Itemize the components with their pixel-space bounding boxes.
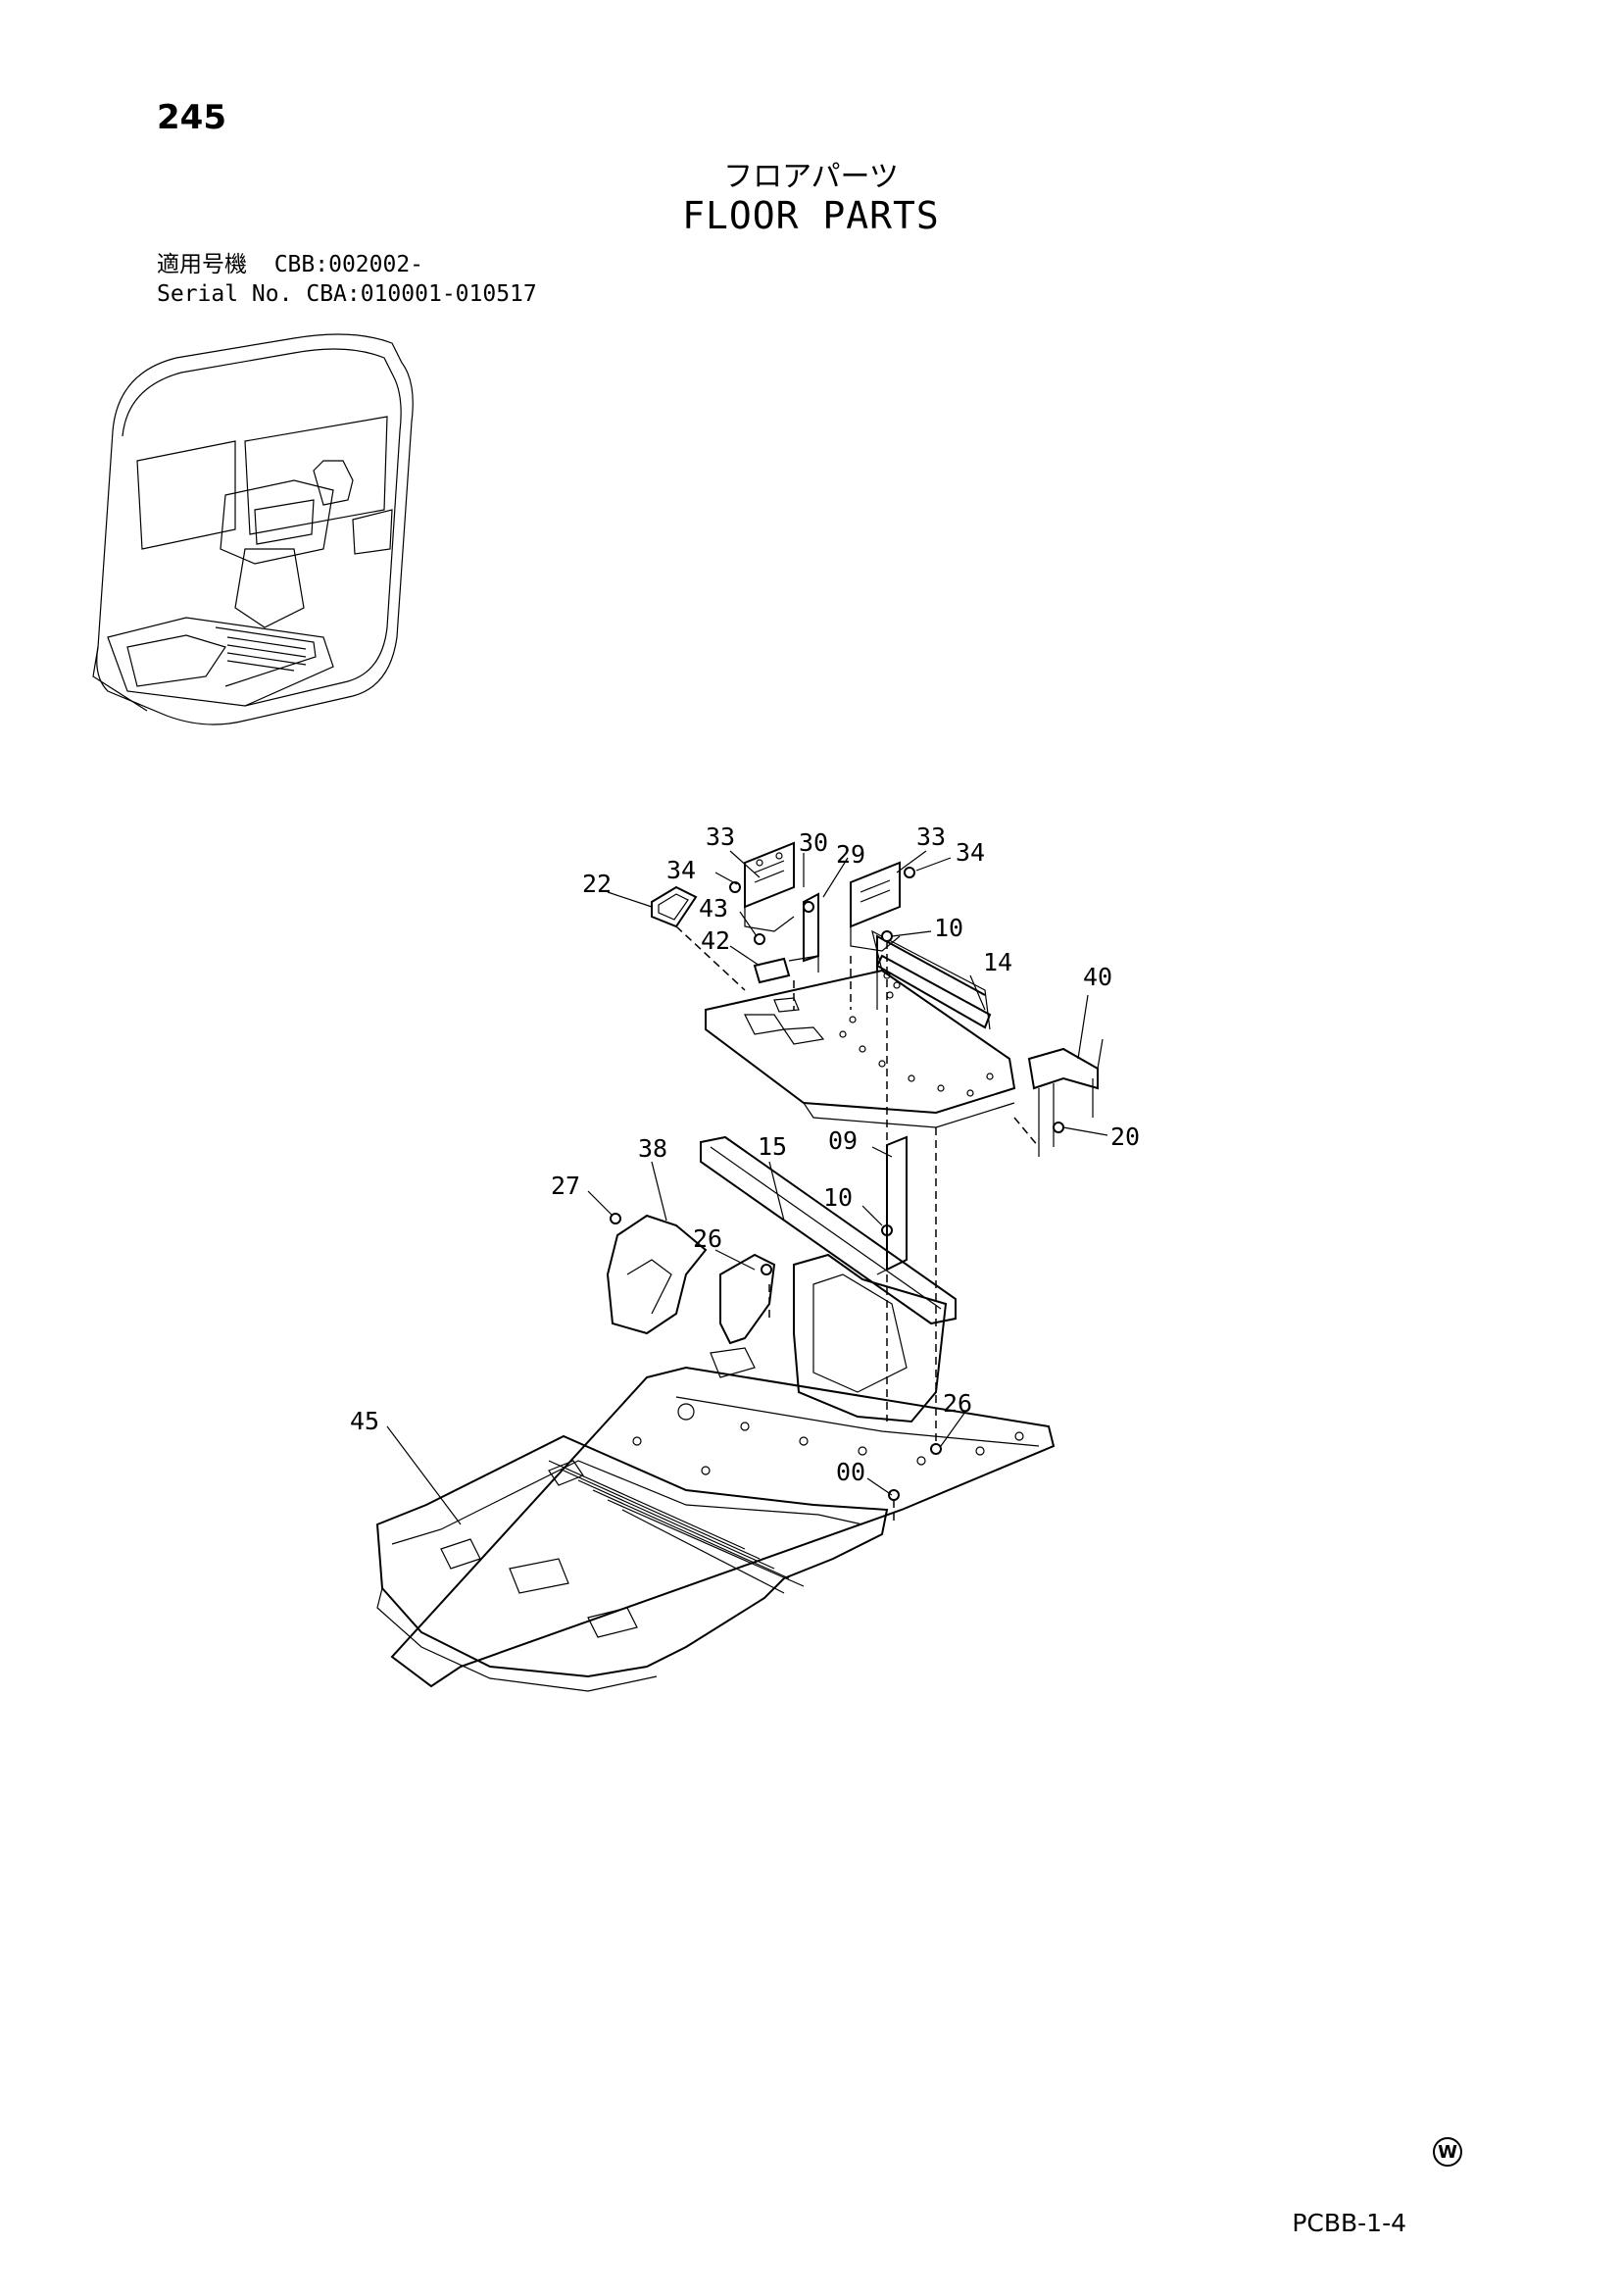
bracket-33-right [850, 861, 901, 952]
alignment-lines [675, 925, 1040, 1524]
floor-mat-45 [375, 1434, 889, 1692]
callout-30: 30 [799, 828, 828, 857]
applicability-row: 適用号機 CBB:002002- [157, 250, 537, 279]
duct-26 [710, 1253, 776, 1378]
callout-43: 43 [699, 894, 728, 923]
callout-26: 26 [943, 1389, 972, 1418]
callout-45: 45 [350, 1407, 379, 1435]
upper-floor-plate [705, 929, 1016, 1128]
callout-40: 40 [1083, 963, 1112, 991]
title-english: FLOOR PARTS [682, 194, 940, 237]
callout-20: 20 [1110, 1123, 1140, 1151]
callout-00: 00 [836, 1458, 865, 1486]
callout-14: 14 [983, 948, 1012, 976]
applicability-row: Serial No. CBA:010001-010517 [157, 279, 537, 309]
leader-lines [386, 850, 1108, 1525]
applicability-label: Serial No. [157, 281, 293, 307]
title-japanese: フロアパーツ [723, 160, 899, 194]
gasket-22 [651, 885, 698, 928]
bracket-plate-14 [875, 954, 992, 1029]
callout-27: 27 [551, 1172, 580, 1200]
circled-w-icon: W [1433, 2137, 1462, 2167]
bracket-09 [876, 1135, 908, 1275]
callout-38: 38 [638, 1134, 667, 1163]
callout-29: 29 [836, 840, 865, 869]
cab-outline [92, 333, 414, 725]
callout-10: 10 [934, 914, 963, 942]
duct-15 [700, 1135, 957, 1423]
callout-34: 34 [956, 838, 985, 867]
cover-38 [606, 1214, 708, 1335]
bracket-29 [803, 892, 819, 963]
page-number: 245 [157, 98, 226, 137]
applicability-block: 適用号機 CBB:002002- Serial No. CBA:010001-0… [157, 250, 537, 309]
clip-42 [753, 955, 819, 984]
callout-15: 15 [758, 1132, 787, 1161]
footer-code: PCBB-1-4 [1292, 2209, 1406, 2237]
callout-26: 26 [693, 1224, 722, 1253]
bracket-40 [1027, 1038, 1104, 1157]
bolts [610, 867, 1064, 1501]
callout-33: 33 [916, 823, 946, 851]
callout-34: 34 [666, 856, 696, 884]
applicability-value: CBA:010001-010517 [306, 281, 537, 307]
bracket-33-left [744, 841, 795, 932]
callout-22: 22 [582, 870, 612, 898]
applicability-label: 適用号機 [157, 252, 247, 277]
base-floor [390, 1366, 1056, 1688]
callout-42: 42 [701, 926, 730, 955]
applicability-value: CBB:002002- [273, 252, 424, 277]
callout-10: 10 [823, 1183, 853, 1212]
callout-33: 33 [706, 823, 735, 851]
callout-09: 09 [828, 1126, 858, 1155]
